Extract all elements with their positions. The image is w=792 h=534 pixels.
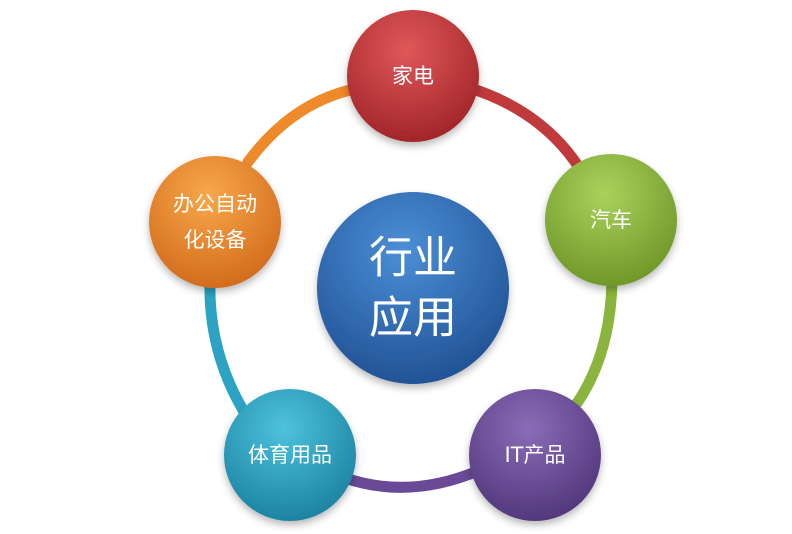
node-office-automation-label-line2: 化设备 bbox=[184, 228, 247, 252]
connector-it-products-sporting-goods bbox=[339, 464, 486, 493]
node-it-products-circle bbox=[469, 389, 601, 521]
node-appliances-circle bbox=[347, 10, 479, 142]
connector-sporting-goods-office-automation bbox=[204, 274, 249, 416]
node-office-automation: 办公自动 化设备 bbox=[149, 156, 281, 288]
node-automotive-circle bbox=[545, 154, 677, 286]
node-it-products-label: IT产品 bbox=[504, 443, 565, 467]
node-office-automation-label-line1: 办公自动 bbox=[173, 192, 257, 216]
center-circle bbox=[317, 192, 509, 384]
node-sporting-goods-label: 体育用品 bbox=[248, 443, 332, 467]
node-appliances: 家电 bbox=[347, 10, 479, 142]
node-sporting-goods: 体育用品 bbox=[224, 389, 356, 521]
node-it-products: IT产品 bbox=[469, 389, 601, 521]
node-automotive-label: 汽车 bbox=[590, 208, 632, 232]
connector-automotive-it-products bbox=[566, 276, 618, 416]
node-sporting-goods-circle bbox=[224, 389, 356, 521]
center-label-line1: 行业 bbox=[369, 233, 457, 284]
node-automotive: 汽车 bbox=[545, 154, 677, 286]
connector-office-automation-appliances bbox=[242, 84, 356, 168]
node-appliances-label: 家电 bbox=[392, 64, 434, 88]
node-office-automation-circle bbox=[149, 156, 281, 288]
center-label-line2: 应用 bbox=[369, 293, 457, 344]
center-node: 行业 应用 bbox=[317, 192, 509, 384]
